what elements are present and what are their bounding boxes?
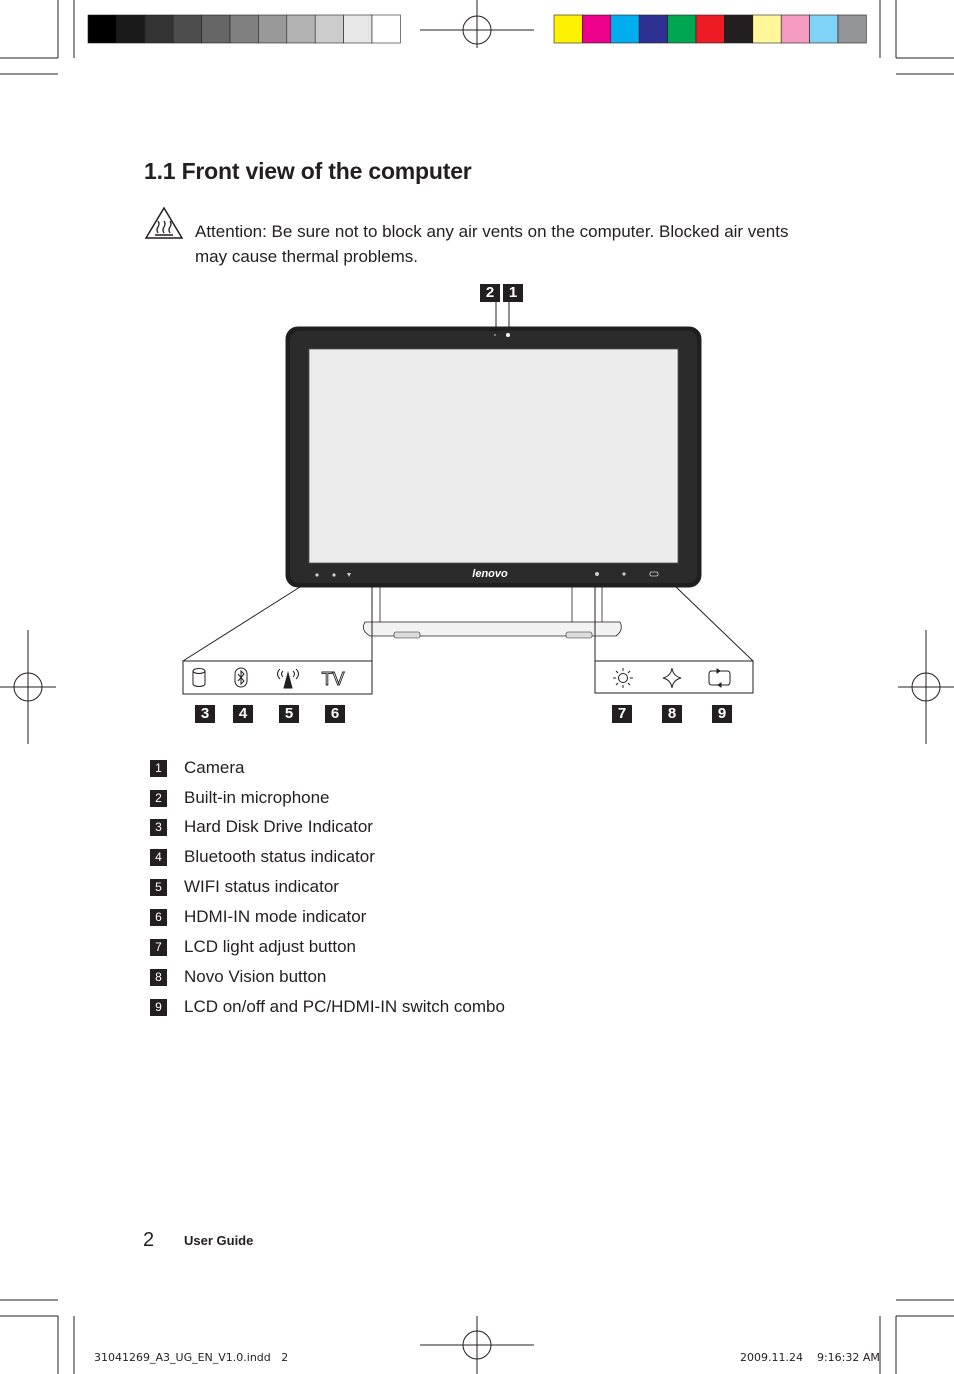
list-item: 4 Bluetooth status indicator [150, 842, 375, 872]
legend-number: 1 [150, 759, 167, 777]
callout-9: 9 [712, 705, 732, 723]
attention-label: Attention: [195, 222, 267, 241]
switch-icon [708, 668, 731, 688]
callout-8: 8 [662, 705, 682, 723]
slug-timestamp: 2009.11.24 9:16:32 AM [740, 1351, 880, 1364]
legend-label: LCD on/off and PC/HDMI-IN switch combo [184, 997, 505, 1016]
swatch [258, 14, 288, 44]
swatch [724, 14, 754, 44]
wifi-icon [277, 668, 299, 689]
swatch [780, 14, 810, 44]
microphone-hole [494, 334, 496, 336]
legend-label: LCD light adjust button [184, 937, 356, 956]
callout-7: 7 [612, 705, 632, 723]
color-calibration-bar [553, 14, 867, 44]
bluetooth-icon [234, 667, 248, 688]
swatch [809, 14, 839, 44]
right-button-panel [594, 660, 754, 694]
legend-label: Built-in microphone [184, 788, 330, 807]
list-item: 6 HDMI-IN mode indicator [150, 902, 366, 932]
attention-note: Attention: Be sure not to block any air … [195, 219, 795, 269]
legend-number: 6 [150, 908, 167, 926]
swatch [371, 14, 401, 44]
callout-3: 3 [195, 705, 215, 723]
callout-2: 2 [480, 284, 500, 302]
swatch [553, 14, 583, 44]
swatch [695, 14, 725, 44]
swatch [343, 14, 373, 44]
callout-5: 5 [279, 705, 299, 723]
swatch [314, 14, 344, 44]
list-item: 2 Built-in microphone [150, 783, 330, 813]
lenovo-logo: lenovo [472, 568, 508, 580]
brightness-icon [613, 668, 633, 688]
legend-number: 7 [150, 938, 167, 956]
swatch [610, 14, 640, 44]
attention-text: Be sure not to block any air vents on th… [195, 222, 789, 266]
list-item: 8 Novo Vision button [150, 962, 326, 992]
swatch [837, 14, 867, 44]
swatch [116, 14, 146, 44]
tv-icon: TV [321, 669, 344, 689]
legend-label: Camera [184, 758, 245, 777]
novo-icon [662, 667, 682, 689]
swatch [286, 14, 316, 44]
running-footer-title: User Guide [184, 1233, 254, 1248]
list-item: 7 LCD light adjust button [150, 932, 356, 962]
page-number: 2 [143, 1229, 155, 1251]
camera-lens [506, 333, 510, 337]
callout-6: 6 [325, 705, 345, 723]
hdd-icon [192, 668, 206, 687]
legend-label: Novo Vision button [184, 967, 327, 986]
legend-label: Bluetooth status indicator [184, 847, 375, 866]
legend-number: 5 [150, 878, 167, 896]
swatch [229, 14, 259, 44]
list-item: 1 Camera [150, 753, 244, 783]
grayscale-calibration-bar [87, 14, 401, 44]
legend-number: 8 [150, 968, 167, 986]
swatch [87, 14, 117, 44]
callout-4: 4 [233, 705, 253, 723]
swatch [201, 14, 231, 44]
legend-number: 2 [150, 789, 167, 807]
hot-surface-warning-icon [144, 206, 184, 239]
left-indicator-panel [182, 660, 373, 695]
section-heading: 1.1 Front view of the computer [144, 158, 472, 184]
legend-number: 9 [150, 998, 167, 1016]
legend-label: HDMI-IN mode indicator [184, 907, 367, 926]
swatch [144, 14, 174, 44]
swatch [582, 14, 612, 44]
slug-filename: 31041269_A3_UG_EN_V1.0.indd 2 [94, 1351, 289, 1364]
legend-number: 3 [150, 818, 167, 836]
legend-label: WIFI status indicator [184, 877, 339, 896]
swatch [752, 14, 782, 44]
computer-front-view-figure: lenovo TV [182, 302, 754, 695]
list-item: 5 WIFI status indicator [150, 872, 339, 902]
callout-1: 1 [503, 284, 523, 302]
list-item: 3 Hard Disk Drive Indicator [150, 812, 373, 842]
list-item: 9 LCD on/off and PC/HDMI-IN switch combo [150, 992, 505, 1022]
legend-label: Hard Disk Drive Indicator [184, 817, 373, 836]
swatch [667, 14, 697, 44]
legend-number: 4 [150, 848, 167, 866]
